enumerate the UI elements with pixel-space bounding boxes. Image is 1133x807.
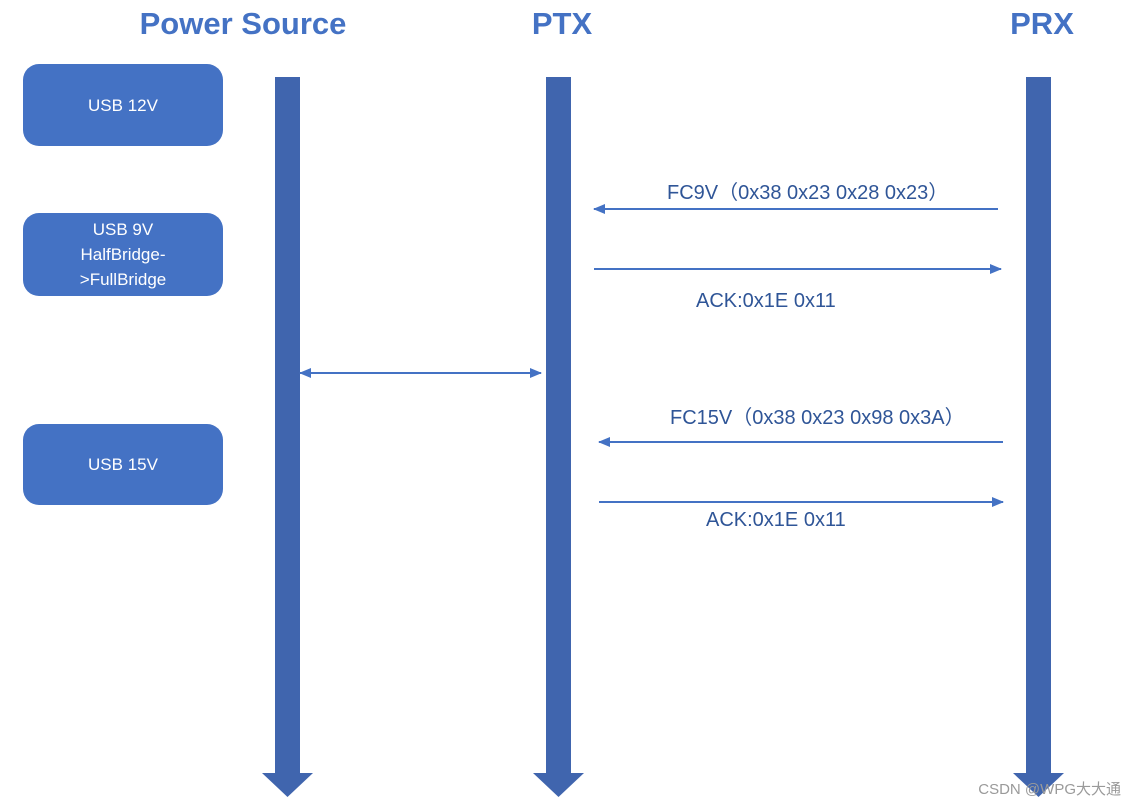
state-label-usb-15v: USB 15V <box>88 455 158 474</box>
ptx-lifeline <box>533 77 584 797</box>
message-label-fc15v: FC15V（0x38 0x23 0x98 0x3A） <box>670 407 965 429</box>
prx-title: PRX <box>1010 6 1074 41</box>
state-label-usb-12v: USB 12V <box>88 95 158 115</box>
power-source-title: Power Source <box>139 6 347 41</box>
state-label-usb-9v: USB 9V HalfBridge- >FullBridge <box>79 220 167 289</box>
power-source-lifeline <box>262 77 313 797</box>
state-box-usb-9v: USB 9V HalfBridge- >FullBridge <box>23 213 223 296</box>
state-box-usb-15v: USB 15V <box>23 424 223 505</box>
message-label-ack-1: ACK:0x1E 0x11 <box>696 290 836 312</box>
prx-lifeline <box>1013 77 1064 797</box>
watermark: CSDN @WPG大大通 <box>978 781 1121 798</box>
state-box-usb-12v: USB 12V <box>23 64 223 146</box>
message-label-ack-2: ACK:0x1E 0x11 <box>706 509 846 531</box>
ptx-title: PTX <box>531 6 593 41</box>
message-label-fc9v: FC9V（0x38 0x23 0x28 0x23） <box>667 182 949 204</box>
